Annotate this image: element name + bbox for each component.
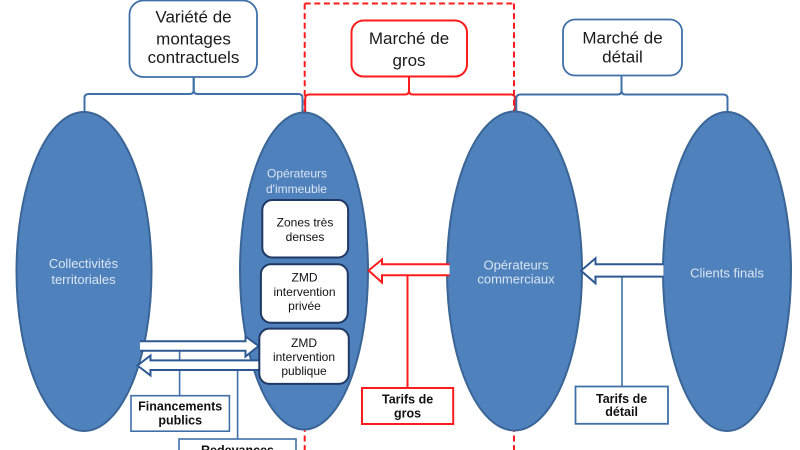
svg-text:détail: détail xyxy=(602,48,643,67)
svg-text:publique: publique xyxy=(281,364,327,378)
svg-text:contractuels: contractuels xyxy=(148,48,240,67)
svg-text:intervention: intervention xyxy=(273,285,335,299)
svg-text:Redevances: Redevances xyxy=(201,444,274,450)
svg-text:Financements: Financements xyxy=(138,400,222,414)
svg-text:Variété de: Variété de xyxy=(155,8,231,27)
svg-text:Marché de: Marché de xyxy=(582,29,662,48)
svg-text:Opérateurs: Opérateurs xyxy=(483,258,549,273)
svg-text:publics: publics xyxy=(158,414,202,428)
svg-text:ZMD: ZMD xyxy=(292,271,318,285)
svg-text:Clients finals: Clients finals xyxy=(690,266,764,281)
svg-text:privée: privée xyxy=(288,299,321,313)
svg-text:ZMD: ZMD xyxy=(291,336,317,350)
svg-text:d'immeuble: d'immeuble xyxy=(266,182,327,196)
svg-text:Tarifs de: Tarifs de xyxy=(382,392,433,406)
svg-text:Collectivités: Collectivités xyxy=(49,256,119,271)
svg-text:Opérateurs: Opérateurs xyxy=(267,167,327,181)
svg-text:commerciaux: commerciaux xyxy=(477,272,555,287)
svg-text:territoriales: territoriales xyxy=(51,272,116,287)
svg-text:denses: denses xyxy=(286,230,325,244)
svg-text:gros: gros xyxy=(394,406,421,420)
svg-text:montages: montages xyxy=(156,30,231,49)
svg-text:détail: détail xyxy=(605,405,638,419)
svg-text:Zones très: Zones très xyxy=(277,216,334,230)
svg-text:intervention: intervention xyxy=(273,350,335,364)
svg-text:Marché de: Marché de xyxy=(369,29,449,48)
svg-text:gros: gros xyxy=(392,51,425,70)
svg-text:Tarifs de: Tarifs de xyxy=(596,392,647,406)
